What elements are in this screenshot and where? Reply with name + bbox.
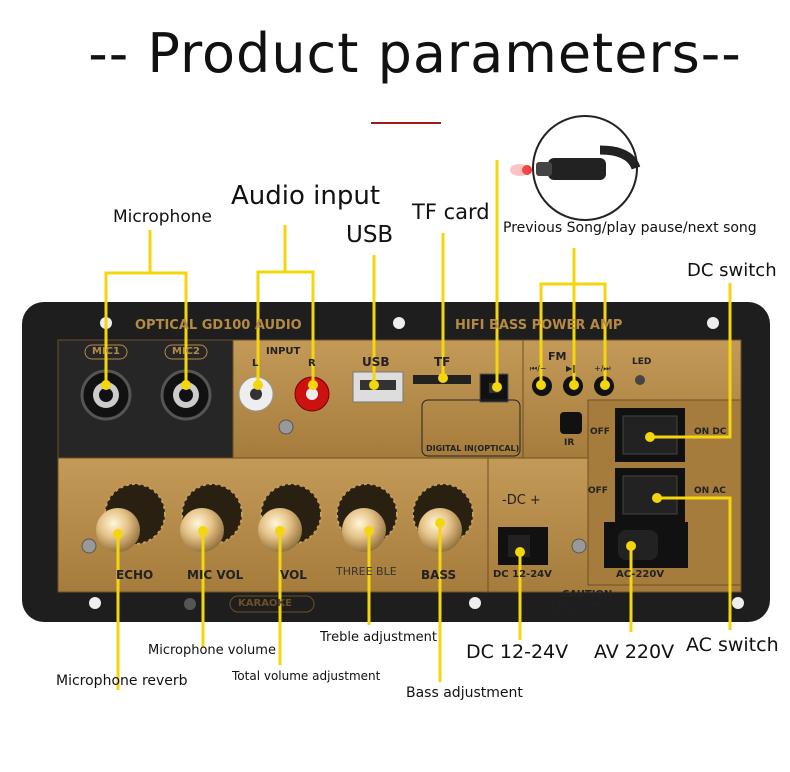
callout-bass: Bass adjustment [406, 685, 523, 701]
board-header-right: HIFI BASS POWER AMP [455, 318, 623, 333]
page-title: -- Product parameters-- [88, 22, 742, 85]
ir-label: IR [564, 438, 575, 448]
optical-cable-photo [510, 115, 641, 221]
callout-mic-volume: Microphone volume [148, 643, 276, 658]
callout-lines [104, 160, 732, 690]
fm-label: FM [548, 350, 567, 363]
callout-usb: USB [346, 222, 394, 248]
dc-switch-on-label: ON DC [694, 427, 727, 437]
callout-treble: Treble adjustment [320, 630, 438, 645]
dc-rating-label: DC 12-24V [493, 569, 552, 580]
bass-knob-label: BASS [421, 568, 457, 582]
dc-polarity-label: -DC + [502, 493, 541, 508]
callout-prev-play-next: Previous Song/play pause/next song [503, 220, 757, 236]
led-label: LED [632, 357, 652, 367]
knob-treble [336, 483, 398, 552]
next-button-label: +/⏭ [594, 364, 611, 373]
mic-vol-knob-label: MIC VOL [187, 568, 244, 582]
ac-rating-label: AC-220V [616, 569, 665, 580]
title-underline [371, 122, 441, 124]
mic2-label: MIC2 [172, 346, 200, 357]
caution-sub2: DO NOT OPEN [552, 609, 595, 616]
mic1-label: MIC1 [92, 346, 120, 357]
ac-switch-on-label: ON AC [694, 486, 726, 496]
prev-button-label: ⏮/− [530, 364, 547, 373]
callout-total-volume: Total volume adjustment [232, 669, 381, 683]
callout-ac-power: AV 220V [594, 641, 675, 663]
treble-knob-label: THREE BLE [336, 565, 397, 578]
ac-switch-off-label: OFF [588, 486, 608, 496]
callout-microphone: Microphone [113, 207, 212, 227]
callout-mic-reverb: Microphone reverb [56, 673, 188, 689]
dc-switch-off-label: OFF [590, 427, 610, 437]
vol-knob-label: VOL [280, 568, 307, 582]
callout-ac-switch: AC switch [686, 634, 779, 656]
caution-sub1: RISK OF ELECTRIC SHOCK [531, 601, 609, 608]
input-r-label: R [308, 358, 316, 369]
callout-dc-switch: DC switch [687, 260, 777, 281]
callout-dots [101, 373, 662, 557]
echo-knob-label: ECHO [116, 568, 154, 582]
callout-tf-card: TF card [412, 200, 490, 224]
play-button-label: ▶‖ [566, 364, 577, 373]
callout-dc-power: DC 12-24V [466, 641, 569, 663]
karaoke-label: KARAOKE [238, 598, 293, 609]
caution-label: CAUTION [562, 589, 613, 600]
input-label: INPUT [266, 346, 301, 357]
board-header-left: OPTICAL GD100 AUDIO [135, 318, 302, 333]
callout-audio-input: Audio input [231, 181, 381, 211]
digital-in-label: DIGITAL IN(OPTICAL) [426, 444, 520, 453]
input-l-label: L [252, 358, 259, 369]
tf-slot-label: TF [434, 355, 451, 369]
usb-port-label: USB [362, 355, 390, 369]
